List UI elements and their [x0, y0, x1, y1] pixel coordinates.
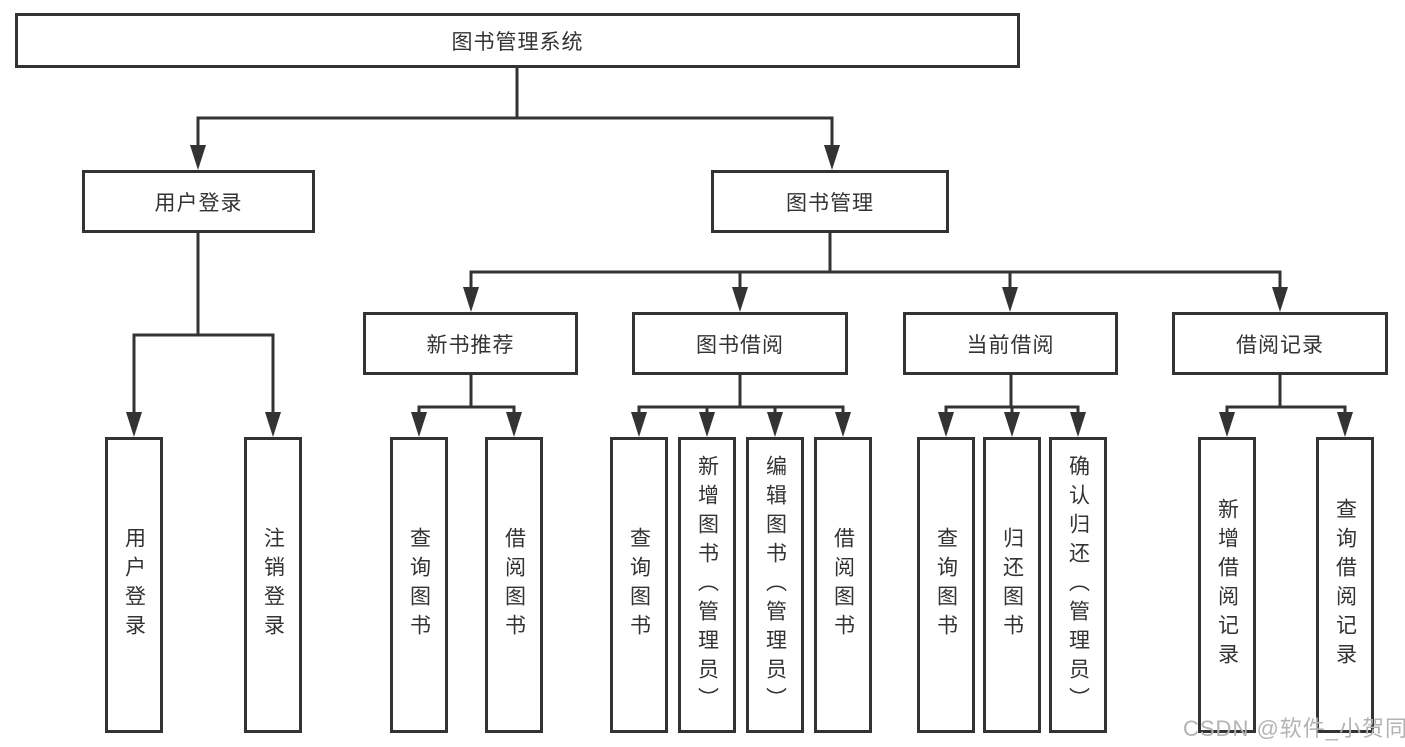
node-book-borrowing: 图书借阅 — [632, 312, 848, 375]
node-borrowing-records: 借阅记录 — [1172, 312, 1388, 375]
leaf-logout: 注销登录 — [244, 437, 302, 733]
leaf-label: 查询借阅记录 — [1333, 498, 1357, 672]
leaf-label: 借阅图书 — [502, 527, 526, 643]
leaf-label: 查询图书 — [627, 527, 651, 643]
leaf-records-query-record: 查询借阅记录 — [1316, 437, 1374, 733]
leaf-label: 编辑图书（管理员） — [763, 454, 787, 716]
leaf-label: 注销登录 — [261, 527, 285, 643]
node-label: 新书推荐 — [426, 333, 515, 357]
leaf-label: 新增图书（管理员） — [695, 454, 719, 716]
leaf-borrow-query-books: 查询图书 — [610, 437, 668, 733]
node-label: 用户登录 — [154, 191, 243, 215]
node-book-management: 图书管理 — [711, 170, 949, 233]
leaf-current-confirm-return-admin: 确认归还（管理员） — [1049, 437, 1107, 733]
node-label: 借阅记录 — [1236, 333, 1324, 357]
node-library-management-system: 图书管理系统 — [15, 13, 1020, 68]
node-label: 图书管理 — [786, 191, 874, 215]
node-new-book-recommend: 新书推荐 — [363, 312, 578, 375]
leaf-label: 确认归还（管理员） — [1066, 454, 1090, 716]
leaf-borrow-add-books-admin: 新增图书（管理员） — [678, 437, 736, 733]
node-current-borrowing: 当前借阅 — [903, 312, 1118, 375]
node-user-login: 用户登录 — [82, 170, 315, 233]
leaf-label: 查询图书 — [407, 527, 431, 643]
leaf-user-login: 用户登录 — [105, 437, 163, 733]
leaf-borrow-borrow-books: 借阅图书 — [814, 437, 872, 733]
leaf-current-query-books: 查询图书 — [917, 437, 975, 733]
node-label: 图书借阅 — [696, 333, 784, 357]
leaf-newrec-query-books: 查询图书 — [390, 437, 448, 733]
node-label: 图书管理系统 — [451, 30, 584, 54]
leaf-borrow-edit-books-admin: 编辑图书（管理员） — [746, 437, 804, 733]
leaf-current-return-books: 归还图书 — [983, 437, 1041, 733]
leaf-newrec-borrow-books: 借阅图书 — [485, 437, 543, 733]
leaf-label: 归还图书 — [1000, 527, 1024, 643]
leaf-label: 用户登录 — [122, 527, 146, 643]
watermark-csdn: CSDN @软件_小贺同学 — [1183, 716, 1405, 741]
leaf-records-add-record: 新增借阅记录 — [1198, 437, 1256, 733]
leaf-label: 借阅图书 — [831, 527, 855, 643]
leaf-label: 新增借阅记录 — [1215, 498, 1239, 672]
leaf-label: 查询图书 — [934, 527, 958, 643]
node-label: 当前借阅 — [966, 333, 1055, 357]
